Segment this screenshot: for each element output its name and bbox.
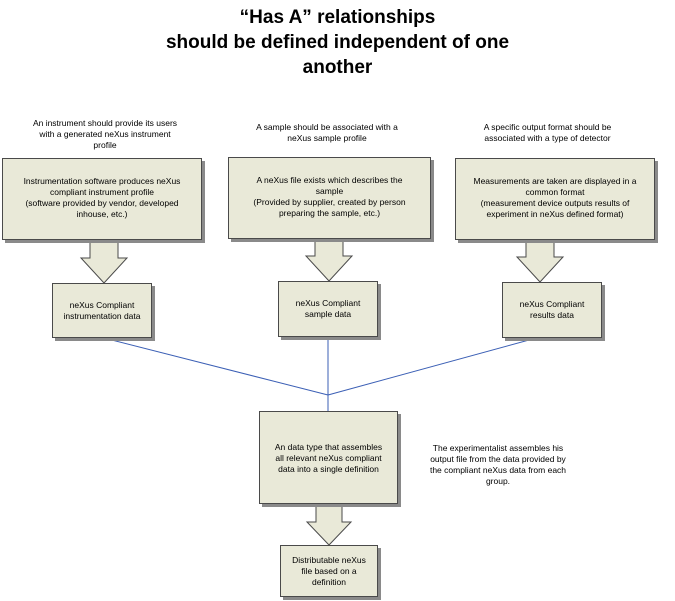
box-results-source: Measurements are taken are displayed in … — [455, 158, 655, 240]
arrow-assembly — [305, 502, 353, 546]
box-assembly: An data type that assembles all relevant… — [259, 411, 398, 504]
arrow-instrument — [79, 238, 129, 284]
assembly-note: The experimentalist assembles his output… — [429, 443, 567, 486]
connector-results — [327, 336, 541, 396]
title-line-1: “Has A” relationships — [239, 7, 436, 28]
caption-sample: A sample should be associated with a neX… — [256, 122, 398, 143]
box-results-data: neXus Compliant results data — [502, 282, 602, 338]
connector-instrument — [99, 336, 329, 396]
box-sample-data: neXus Compliant sample data — [278, 281, 378, 337]
title-line-3: another — [302, 57, 373, 78]
caption-instrument: An instrument should provide its users w… — [32, 118, 178, 150]
box-instrument-source: Instrumentation software produces neXus … — [2, 158, 202, 240]
box-sample-source: A neXus file exists which describes the … — [228, 157, 431, 239]
arrow-sample — [304, 237, 354, 282]
title-line-2: should be defined independent of one — [165, 32, 510, 53]
caption-results: A specific output format should be assoc… — [483, 122, 612, 143]
box-distributable-file: Distributable neXus file based on a defi… — [280, 545, 378, 597]
arrow-results — [515, 238, 565, 283]
box-instrumentation-data: neXus Compliant instrumentation data — [52, 283, 152, 338]
page-title: “Has A” relationships should be defined … — [0, 5, 675, 80]
